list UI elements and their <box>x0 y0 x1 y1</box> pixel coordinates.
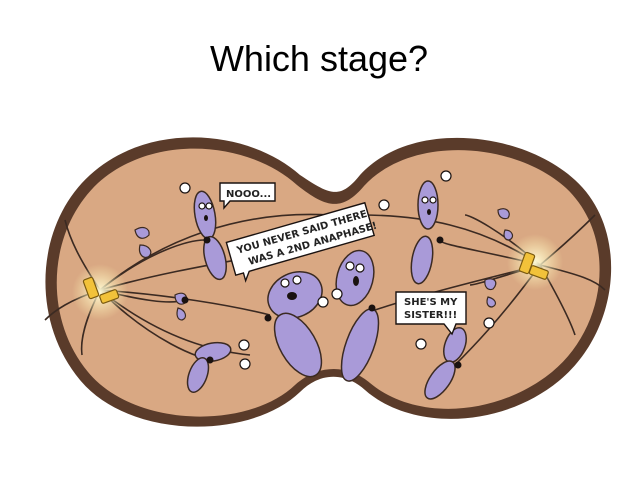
left-centriole <box>82 276 120 304</box>
right-centriole <box>518 251 549 280</box>
speech-nooo: NOOO... <box>226 189 271 200</box>
chromatid-mouths <box>204 209 431 300</box>
speech-sister-line1: SHE'S MY <box>404 297 458 308</box>
centromeres <box>181 236 462 369</box>
speech-bubble-nooo: NOOO... <box>219 182 276 210</box>
speech-sister-line2: SISTER!!! <box>404 310 457 321</box>
chromatid-faces <box>198 196 437 288</box>
slide-title: Which stage? <box>209 38 429 79</box>
chromatid-hands <box>179 170 495 370</box>
speech-bubble-sister: SHE'S MY SISTER!!! <box>395 291 467 336</box>
small-chromatids <box>134 208 514 321</box>
right-centriole-glow <box>507 234 563 290</box>
left-centriole-glow <box>72 264 128 320</box>
chromatid-characters <box>186 180 467 400</box>
